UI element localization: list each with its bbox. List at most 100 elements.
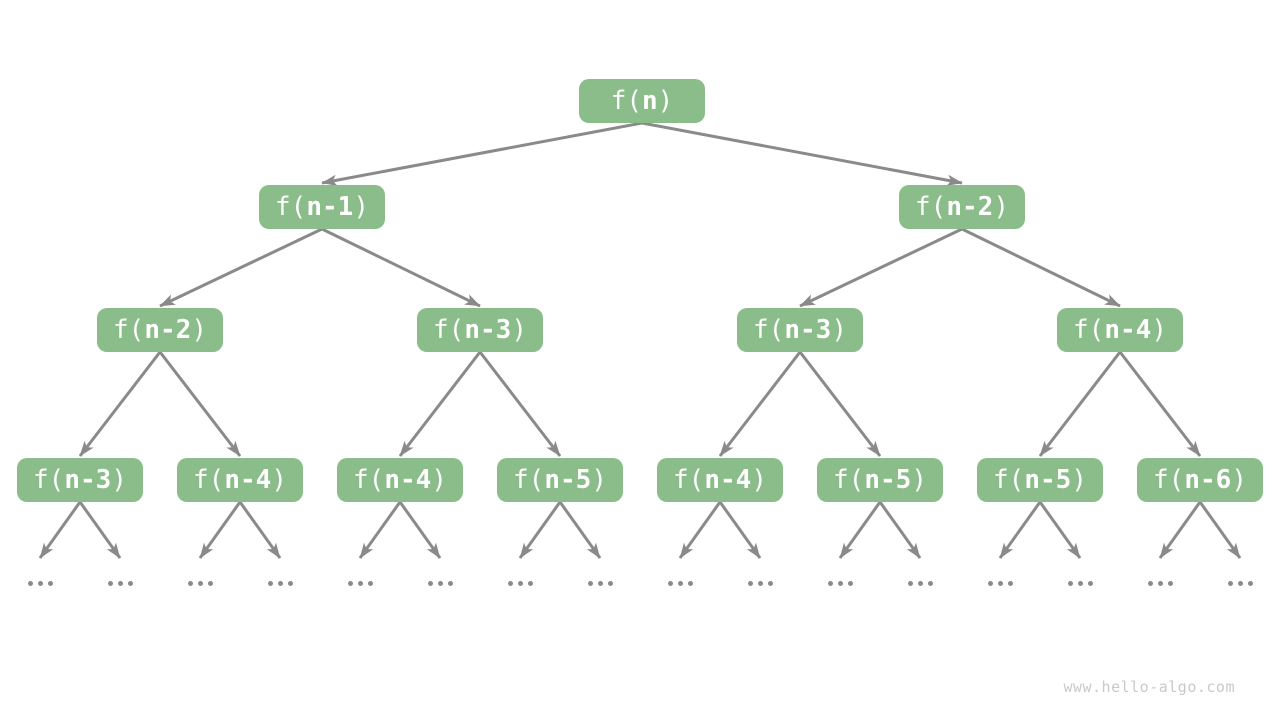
ellipsis — [347, 580, 373, 586]
node-label-close: ) — [431, 465, 447, 495]
edge-arrow — [198, 501, 242, 559]
ellipsis-dot — [1147, 580, 1153, 586]
edge-arrow — [1198, 501, 1242, 559]
node-label-open: f( — [1153, 465, 1185, 495]
ellipsis-dot — [847, 580, 853, 586]
edge-arrow — [558, 501, 602, 559]
node-label-close: ) — [353, 192, 369, 222]
ellipsis-dot — [437, 580, 443, 586]
node-label-arg: n-3 — [784, 315, 832, 345]
edge-arrow — [78, 351, 162, 457]
ellipsis-dot — [827, 580, 833, 586]
tree-node-f-n-2: f(n-2) — [97, 308, 223, 352]
ellipsis-dot — [1247, 580, 1253, 586]
node-label-arg: n-4 — [384, 465, 432, 495]
ellipsis-dot — [687, 580, 693, 586]
ellipsis-dot — [197, 580, 203, 586]
edge-arrow — [798, 351, 882, 457]
node-label-close: ) — [111, 465, 127, 495]
ellipsis — [587, 580, 613, 586]
ellipsis-dot — [187, 580, 193, 586]
edge-arrow — [518, 501, 562, 559]
edge-arrow — [159, 227, 323, 308]
node-label-close: ) — [1151, 315, 1167, 345]
node-label-arg: n-4 — [704, 465, 752, 495]
node-label-close: ) — [911, 465, 927, 495]
ellipsis-dot — [267, 580, 273, 586]
ellipsis — [987, 580, 1013, 586]
node-label-close: ) — [1071, 465, 1087, 495]
ellipsis-dot — [1237, 580, 1243, 586]
ellipsis-dot — [927, 580, 933, 586]
ellipsis — [907, 580, 933, 586]
tree-node-f-n-4: f(n-4) — [657, 458, 783, 502]
ellipsis-dot — [37, 580, 43, 586]
ellipsis — [107, 580, 133, 586]
ellipsis — [507, 580, 533, 586]
edge-arrow — [678, 501, 722, 559]
edge-arrow — [478, 351, 562, 457]
edge-arrow — [398, 351, 482, 457]
node-label-open: f( — [753, 315, 785, 345]
node-label-open: f( — [193, 465, 225, 495]
ellipsis-dot — [527, 580, 533, 586]
node-label-arg: n — [642, 86, 658, 116]
ellipsis-dot — [207, 580, 213, 586]
watermark: www.hello-algo.com — [1063, 678, 1235, 696]
node-label-open: f( — [915, 192, 947, 222]
ellipsis — [267, 580, 293, 586]
tree-node-f-n-3: f(n-3) — [417, 308, 543, 352]
ellipsis — [187, 580, 213, 586]
node-label-open: f( — [433, 315, 465, 345]
tree-node-f-n-5: f(n-5) — [977, 458, 1103, 502]
edge-arrow — [238, 501, 282, 559]
node-label-arg: n-3 — [64, 465, 112, 495]
node-label-arg: n-5 — [864, 465, 912, 495]
ellipsis-dot — [767, 580, 773, 586]
ellipsis-dot — [117, 580, 123, 586]
edge-arrow — [358, 501, 402, 559]
edge-arrow — [998, 501, 1042, 559]
edge-arrow — [1158, 501, 1202, 559]
ellipsis-dot — [27, 580, 33, 586]
ellipsis — [427, 580, 453, 586]
tree-node-f-n-1: f(n-1) — [259, 185, 385, 229]
edge-arrow — [961, 227, 1121, 308]
tree-node-f-n-6: f(n-6) — [1137, 458, 1263, 502]
ellipsis-dot — [447, 580, 453, 586]
node-label-open: f( — [993, 465, 1025, 495]
edge-arrow — [1038, 351, 1122, 457]
ellipsis-dot — [667, 580, 673, 586]
tree-node-f-n-3: f(n-3) — [737, 308, 863, 352]
node-label-close: ) — [511, 315, 527, 345]
node-label-arg: n-3 — [464, 315, 512, 345]
ellipsis-dot — [1087, 580, 1093, 586]
node-label-close: ) — [657, 86, 674, 116]
ellipsis-dot — [517, 580, 523, 586]
ellipsis-dot — [277, 580, 283, 586]
tree-node-f-n-4: f(n-4) — [177, 458, 303, 502]
ellipsis-dot — [427, 580, 433, 586]
node-label-close: ) — [591, 465, 607, 495]
edge-arrow — [1038, 501, 1082, 559]
node-label-open: f( — [673, 465, 705, 495]
node-label-arg: n-6 — [1184, 465, 1232, 495]
ellipsis-dot — [367, 580, 373, 586]
edge-arrow — [799, 227, 963, 308]
ellipsis-dot — [917, 580, 923, 586]
ellipsis-dot — [107, 580, 113, 586]
ellipsis-dot — [357, 580, 363, 586]
edge-arrow — [158, 351, 242, 457]
ellipsis-dot — [507, 580, 513, 586]
node-label-open: f( — [513, 465, 545, 495]
edge-arrow — [1118, 351, 1202, 457]
node-label-arg: n-5 — [544, 465, 592, 495]
edge-arrow — [718, 351, 802, 457]
node-label-close: ) — [831, 315, 847, 345]
ellipsis — [1227, 580, 1253, 586]
node-label-close: ) — [1231, 465, 1247, 495]
ellipsis — [827, 580, 853, 586]
ellipsis — [1067, 580, 1093, 586]
ellipsis-dot — [347, 580, 353, 586]
